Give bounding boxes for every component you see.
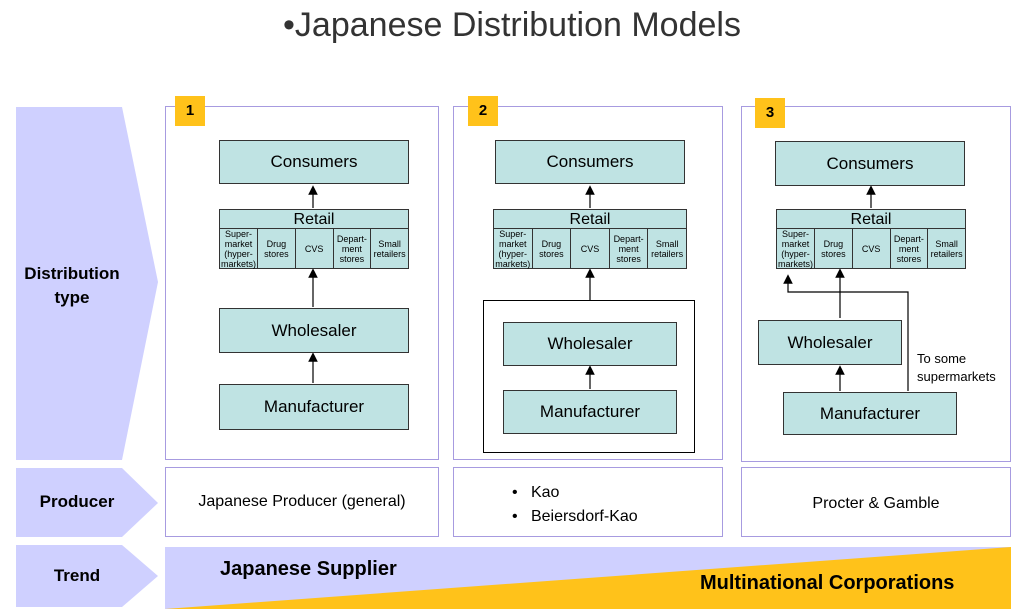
retail-cell-supermarket: Super-market (hyper-markets) [221,228,258,269]
model-3-badge: 3 [755,98,785,128]
producer-1-text: Japanese Producer (general) [198,493,406,510]
model-3-wholesaler-box: Wholesaler [758,320,902,365]
retail-cell-department-stores: Depart-ment stores [334,229,372,268]
model-1-retail-title: Retail [220,210,408,229]
distribution-label-arrow [16,107,158,460]
distribution-type-label: Distribution type [24,264,120,307]
model-2-wholesaler-box: Wholesaler [503,322,677,366]
retail-cell-cvs: CVS [571,229,610,268]
model-2-consumers-box: Consumers [495,140,685,184]
retail-cell-drug-stores: Drug stores [258,229,296,268]
retail-cell-cvs: CVS [296,229,334,268]
producer-2-panel [453,467,723,537]
trend-bar-yellow-wedge [165,547,1011,609]
model-1-consumers-box: Consumers [219,140,409,184]
producer-1-panel [165,467,439,537]
model-3-retail-box: Retail Super-market (hyper-markets) Drug… [776,209,966,269]
retail-cell-small-retailers: Small retailers [930,238,963,259]
model-1-manufacturer-box: Manufacturer [219,384,409,430]
model-3-supermarket-note: To some supermarkets [917,351,996,384]
model-1-wholesaler-box: Wholesaler [219,308,409,353]
producer-2-beiersdorf-kao: Beiersdorf-Kao [530,508,638,525]
model-2-retail-title: Retail [494,210,686,229]
producer-3-text: Procter & Gamble [812,495,940,512]
trend-japanese-supplier: Japanese Supplier [220,558,397,580]
retail-cell-cvs: CVS [853,229,891,268]
producer-label-arrow [16,468,158,537]
retail-cell-department-stores: Depart-ment stores [610,229,649,268]
model-2-badge: 2 [468,96,498,126]
model-3-manufacturer-box: Manufacturer [783,392,957,435]
retail-cell-drug-stores: Drug stores [815,229,853,268]
retail-cell-department-stores: Depart-ment stores [891,229,929,268]
model-2-retail-box: Retail Super-market (hyper-markets) Drug… [493,209,687,269]
page-title: •Japanese Distribution Models [283,6,741,44]
model-3-consumers-box: Consumers [775,141,965,186]
retail-cell-supermarket: Super-market (hyper-markets) [778,228,815,269]
trend-multinational-corporations: Multinational Corporations [700,572,955,594]
trend-label-arrow [16,545,158,607]
producer-3-panel [741,467,1011,537]
producer-2-kao: Kao [530,484,560,501]
retail-cell-small-retailers: Small retailers [373,238,406,259]
producer-2-item-kao: • Kao [512,484,560,501]
retail-cell-small-retailers: Small retailers [651,238,684,259]
retail-cell-drug-stores: Drug stores [533,229,572,268]
trend-label: Trend [53,566,101,585]
retail-cell-supermarket: Super-market (hyper-markets) [494,229,533,269]
model-3-retail-title: Retail [777,210,965,229]
model-2-manufacturer-box: Manufacturer [503,390,677,434]
producer-2-item-beiersdorf: • Beiersdorf-Kao [512,508,638,525]
model-1-retail-box: Retail Super-market (hyper-markets) Drug… [219,209,409,269]
model-2-integrated-frame [483,300,695,453]
producer-label: Producer [39,492,115,511]
model-1-badge: 1 [175,96,205,126]
